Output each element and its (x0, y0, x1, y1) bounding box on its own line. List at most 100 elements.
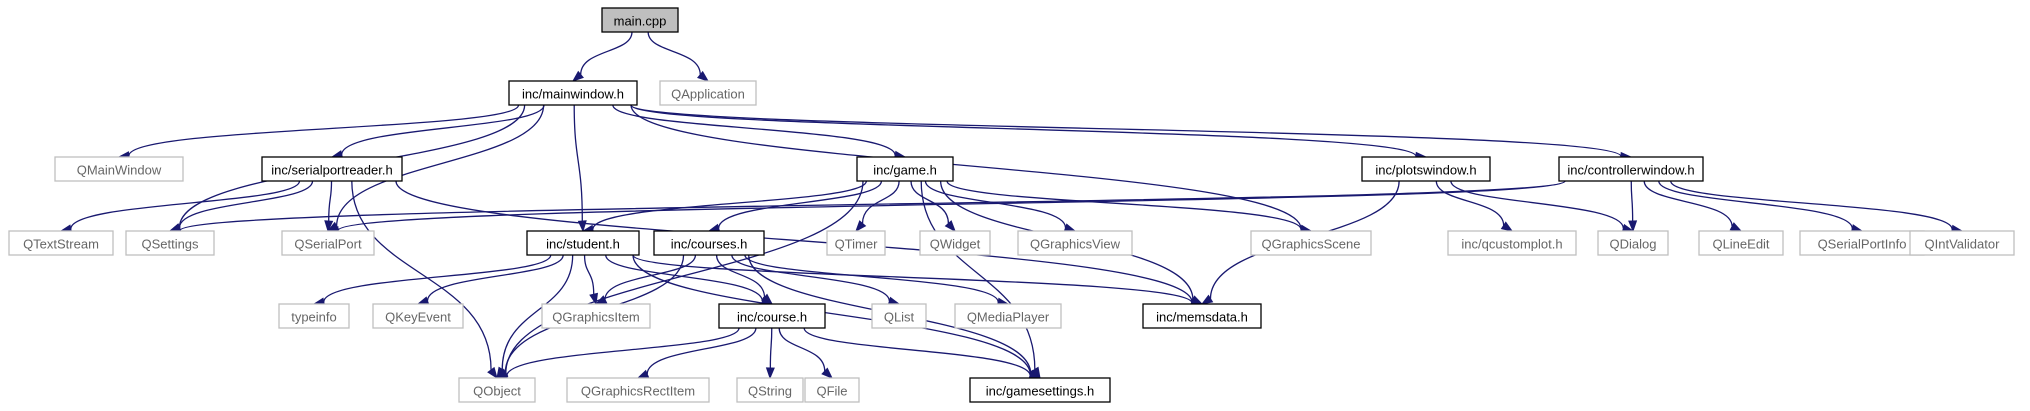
edge-line (744, 254, 999, 303)
node-qsettings: QSettings (125, 230, 215, 256)
node-box (278, 303, 350, 329)
node-box (601, 7, 679, 33)
node-qfile: QFile (804, 377, 860, 403)
node-box (653, 230, 765, 256)
arrowhead (416, 296, 430, 305)
node-box (1447, 230, 1577, 256)
edge-line (583, 254, 595, 295)
node-box (826, 230, 886, 256)
node-label: inc/controllerwindow.h (1567, 163, 1694, 178)
node-label: QList (884, 310, 915, 325)
edge-game-to-qwidget (910, 180, 956, 233)
edge-line (769, 327, 773, 369)
edge-courses-to-course (715, 254, 774, 305)
edge-line (335, 104, 545, 226)
node-box (281, 230, 375, 256)
arrowhead (855, 220, 867, 233)
node-box (1142, 303, 1262, 329)
node-label: QObject (473, 384, 521, 399)
node-label: QWidget (930, 237, 981, 252)
edge-line (328, 180, 333, 222)
node-qgraphicsrectitem: QGraphicsRectItem (566, 377, 710, 403)
edge-line (778, 327, 826, 372)
node-qgraphicsscene: QGraphicsScene (1250, 230, 1372, 256)
node-qmediaplayer: QMediaPlayer (954, 303, 1062, 329)
edge-line (604, 254, 697, 300)
edge-line (501, 254, 574, 370)
edge-serialportreader-to-qobject (351, 180, 498, 380)
node-box (566, 377, 710, 403)
node-course[interactable]: inc/course.h (718, 303, 826, 329)
node-box (8, 230, 114, 256)
edge-student-to-typeinfo (312, 254, 552, 307)
node-qserialport: QSerialPort (281, 230, 375, 256)
node-label: inc/serialportreader.h (271, 163, 392, 178)
edge-mainwindow-to-game (612, 104, 907, 160)
node-layer: main.cppQApplicationinc/mainwindow.hQMai… (8, 7, 2015, 403)
node-mainwindow[interactable]: inc/mainwindow.h (508, 80, 638, 106)
edge-layer (59, 31, 1964, 381)
edge-line (580, 31, 633, 75)
node-label: inc/qcustomplot.h (1461, 237, 1562, 252)
edge-serialportreader-to-qserialport (324, 180, 334, 233)
node-box (1017, 230, 1133, 256)
node-box (125, 230, 215, 256)
edge-line (1630, 180, 1634, 222)
node-main[interactable]: main.cpp (601, 7, 679, 33)
arrowhead (1628, 220, 1638, 233)
node-box (1558, 156, 1704, 182)
node-box (458, 377, 536, 403)
node-box (1698, 230, 1784, 256)
node-label: QString (748, 384, 792, 399)
edge-controllerwindow-to-qdialog (1628, 180, 1638, 233)
edge-line (612, 104, 896, 156)
edge-line (946, 180, 1302, 230)
edge-line (630, 104, 1302, 230)
edge-line (630, 104, 1417, 157)
node-box (1909, 230, 2015, 256)
arrowhead (487, 366, 498, 380)
edge-line (646, 327, 757, 375)
edge-line (605, 254, 764, 302)
node-label: QGraphicsScene (1262, 237, 1361, 252)
edge-line (630, 104, 1622, 158)
edge-line (910, 180, 950, 224)
node-controllerwindow[interactable]: inc/controllerwindow.h (1558, 156, 1704, 182)
arrowhead (1500, 221, 1514, 232)
edge-student-to-qgraphicsitem (583, 254, 599, 306)
node-qserialportinfo: QSerialPortInfo (1799, 230, 1925, 256)
node-label: inc/courses.h (671, 237, 748, 252)
node-gamesettings[interactable]: inc/gamesettings.h (969, 377, 1111, 403)
node-box (856, 156, 954, 182)
node-label: QFile (816, 384, 847, 399)
arrowhead (697, 70, 710, 82)
node-box (526, 230, 640, 256)
node-label: QLineEdit (1712, 237, 1769, 252)
edge-plotswindow-to-qdialog (1450, 180, 1635, 233)
node-box (804, 377, 860, 403)
node-qcustomplot: inc/qcustomplot.h (1447, 230, 1577, 256)
node-typeinfo: typeinfo (278, 303, 350, 329)
node-label: QMainWindow (77, 163, 162, 178)
arrowhead (571, 70, 584, 82)
node-label: QDialog (1610, 237, 1657, 252)
edge-line (592, 180, 868, 230)
edge-line (337, 180, 1566, 232)
node-serialportreader[interactable]: inc/serialportreader.h (261, 156, 403, 182)
node-box (736, 377, 804, 403)
node-qlist: QList (871, 303, 927, 329)
edge-line (70, 180, 301, 230)
node-memsdata[interactable]: inc/memsdata.h (1142, 303, 1262, 329)
edge-line (573, 104, 583, 222)
node-label: inc/course.h (737, 310, 807, 325)
node-game[interactable]: inc/game.h (856, 156, 954, 182)
node-plotswindow[interactable]: inc/plotswindow.h (1361, 156, 1491, 182)
edge-game-to-gamesettings (920, 180, 1041, 380)
edge-course-to-qstring (765, 327, 775, 380)
edge-line (632, 254, 1032, 376)
node-courses[interactable]: inc/courses.h (653, 230, 765, 256)
node-label: QSerialPortInfo (1818, 237, 1907, 252)
node-student[interactable]: inc/student.h (526, 230, 640, 256)
node-label: inc/mainwindow.h (522, 87, 624, 102)
